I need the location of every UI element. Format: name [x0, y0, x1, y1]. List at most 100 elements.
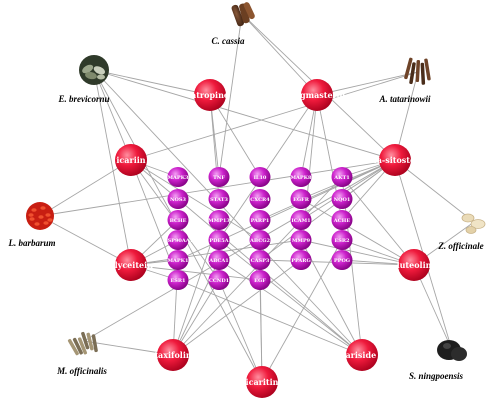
- target-node-mapk8[interactable]: MAPK8: [290, 167, 313, 187]
- target-label: IL10: [254, 175, 267, 181]
- target-node-egfr[interactable]: EGFR: [290, 189, 312, 209]
- herb-node-a-tatarinowii[interactable]: A. tatarinowii: [378, 57, 431, 104]
- target-label: MMP13: [208, 218, 230, 224]
- compound-node-taxifolin[interactable]: taxifolin: [154, 339, 192, 371]
- target-sphere: [290, 167, 312, 187]
- compound-sphere: [301, 79, 333, 111]
- herb-node-z-officinale[interactable]: Z. officinale: [437, 213, 486, 251]
- target-node-mapk1[interactable]: MAPK1: [167, 250, 189, 270]
- herb-label: E. brevicornu: [57, 94, 109, 104]
- target-sphere: [249, 250, 271, 270]
- target-sphere: [208, 270, 230, 290]
- target-node-pparg[interactable]: PPARG: [290, 250, 312, 270]
- target-node-ppog[interactable]: PPOG: [331, 250, 353, 270]
- edge-barbarum-glyceitein: [39, 215, 132, 266]
- target-node-il10[interactable]: IL10: [249, 167, 271, 187]
- edge-brevicornu-atropine: [93, 69, 211, 96]
- target-label: TNF: [213, 175, 225, 181]
- target-sphere: [208, 230, 230, 250]
- edge-icariside-pde5a: [218, 239, 363, 356]
- target-label: HSP90AA1: [163, 238, 193, 244]
- herb-node-e-brevicornu[interactable]: E. brevicornu: [57, 55, 110, 104]
- target-node-abca1[interactable]: ABCA1: [208, 250, 230, 270]
- herb-node-c-cassia[interactable]: C. cassia: [211, 1, 255, 46]
- target-node-cxcr4[interactable]: CXCR4: [249, 189, 271, 209]
- target-sphere: [208, 250, 230, 270]
- target-label: CCND1: [209, 278, 229, 284]
- herb-node-l-barbarum[interactable]: L. barbarum: [7, 202, 56, 248]
- target-node-abcg2[interactable]: ABCG2: [249, 230, 271, 250]
- target-node-pde5a[interactable]: PDE5A: [208, 230, 230, 250]
- compound-sphere: [398, 249, 430, 281]
- target-label: PARP1: [251, 218, 270, 224]
- target-node-casp3[interactable]: CASP3: [249, 250, 271, 270]
- target-node-nqo1[interactable]: NQO1: [331, 189, 353, 209]
- target-sphere: [249, 189, 271, 209]
- target-label: NOS3: [170, 197, 187, 203]
- compound-sphere: [115, 144, 147, 176]
- herb-label: Z. officinale: [437, 241, 483, 251]
- target-label: BCHE: [170, 218, 187, 224]
- target-sphere: [208, 167, 230, 187]
- target-node-mmp13[interactable]: MMP13: [208, 210, 230, 230]
- target-label: ABCA1: [208, 258, 229, 264]
- edge-beta-sitosterol-casp3: [259, 159, 396, 261]
- target-node-tnf[interactable]: TNF: [208, 167, 230, 187]
- target-node-hsp90aa1[interactable]: HSP90AA1: [163, 230, 193, 250]
- compound-node-icariside-ii[interactable]: icariside II: [338, 339, 387, 371]
- target-sphere: [208, 210, 230, 230]
- target-node-mapk3[interactable]: MAPK3: [167, 167, 190, 187]
- target-sphere: [331, 210, 353, 230]
- target-node-icam1[interactable]: ICAM1: [290, 210, 312, 230]
- compound-label: atropine: [191, 90, 229, 100]
- target-node-esr1[interactable]: ESR1: [167, 270, 189, 290]
- edge-glyceitein-egf: [130, 264, 261, 281]
- target-sphere: [249, 230, 271, 250]
- target-node-ccnd1[interactable]: CCND1: [208, 270, 230, 290]
- edge-luteolin-akt1: [341, 176, 415, 266]
- target-label: ICAM1: [291, 218, 310, 224]
- target-label: EGF: [254, 278, 266, 284]
- compound-label: glyceitein: [109, 260, 153, 270]
- target-sphere: [167, 230, 189, 250]
- edge-atropine-il10: [209, 94, 261, 178]
- target-sphere: [249, 210, 271, 230]
- target-node-stat3[interactable]: STAT3: [208, 189, 230, 209]
- compound-node-atropine[interactable]: atropine: [191, 79, 229, 111]
- target-node-bche[interactable]: BCHE: [167, 210, 189, 230]
- edge-luteolin-mmp9: [300, 239, 415, 266]
- target-node-mmp9[interactable]: MMP9: [290, 230, 312, 250]
- herb-node-s-ningpoensis[interactable]: S. ningpoensis: [409, 340, 467, 381]
- target-sphere: [331, 167, 353, 187]
- target-sphere: [290, 250, 312, 270]
- target-label: ESR1: [170, 278, 185, 284]
- compound-label: stigmasterol: [289, 90, 345, 100]
- rhizome-pieces-icon: [404, 57, 431, 85]
- edge-brevicornu-icariside: [93, 69, 363, 356]
- target-sphere: [331, 189, 353, 209]
- herb-label: L. barbarum: [7, 238, 55, 248]
- compound-node-icariin[interactable]: icariin: [115, 144, 147, 176]
- compound-node-stigmasterol[interactable]: stigmasterol: [289, 79, 345, 111]
- target-label: ABCG2: [249, 238, 270, 244]
- compound-node-glyceitein[interactable]: glyceitein: [109, 249, 153, 281]
- target-node-parp1[interactable]: PARP1: [249, 210, 271, 230]
- target-sphere: [167, 250, 189, 270]
- target-node-esr2[interactable]: ESR2: [331, 230, 353, 250]
- target-node-egf[interactable]: EGF: [249, 270, 271, 290]
- compound-node-luteolin[interactable]: luteolin: [397, 249, 432, 281]
- edge-cassia-stigmasterol: [241, 13, 318, 96]
- herb-node-m-officinalis[interactable]: M. officinalis: [56, 331, 107, 376]
- edge-brevicornu-glyceitein: [93, 69, 132, 266]
- target-node-akt1[interactable]: AKT1: [331, 167, 353, 187]
- edge-icaritin-ccnd1: [218, 279, 263, 383]
- target-sphere: [290, 210, 312, 230]
- target-sphere: [208, 189, 230, 209]
- edge-brevicornu-beta-sitosterol: [93, 69, 396, 161]
- target-node-nos3[interactable]: NOS3: [167, 189, 189, 209]
- compound-node-icaritin[interactable]: icaritin: [246, 366, 279, 398]
- compound-node-beta-sitosterol[interactable]: beta-sitosterol: [362, 144, 428, 176]
- target-label: PPARG: [291, 258, 310, 264]
- target-node-ache[interactable]: ACHE: [331, 210, 353, 230]
